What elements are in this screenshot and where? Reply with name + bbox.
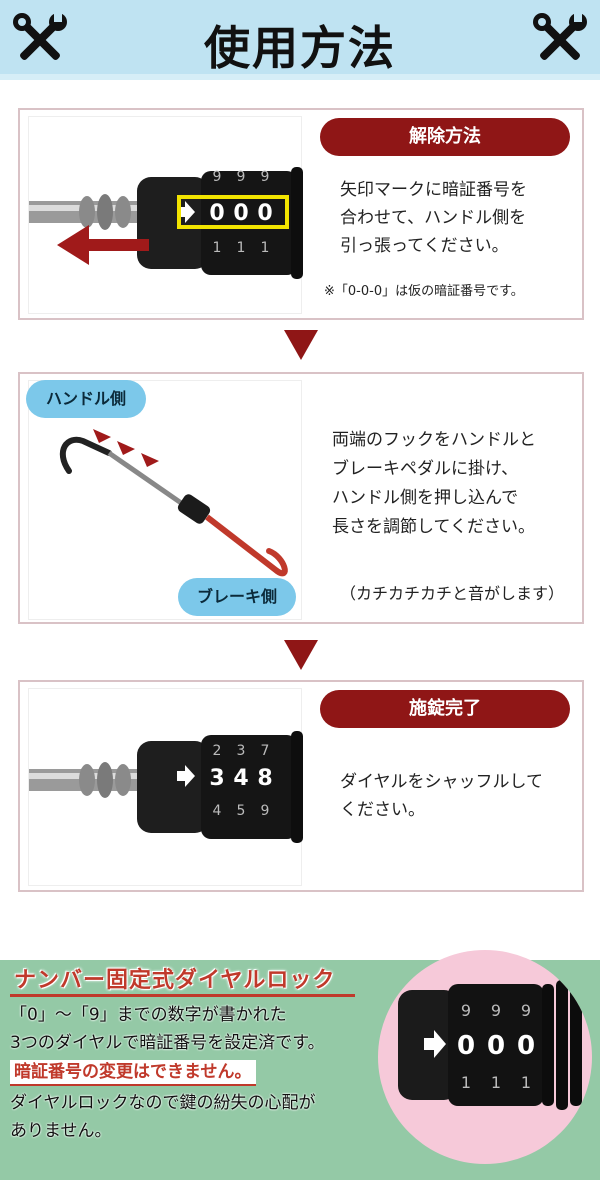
step-description: 両端のフックをハンドルと ブレーキペダルに掛け、 ハンドル側を押し込んで 長さを…: [332, 430, 536, 537]
svg-text:9: 9: [261, 169, 270, 185]
dial-digit: 8: [257, 766, 272, 791]
svg-text:9: 9: [461, 1001, 471, 1020]
step-description: ダイヤルをシャッフルして ください。: [340, 772, 543, 820]
svg-text:9: 9: [521, 1001, 531, 1020]
step-title-unlock: 解除方法: [320, 118, 570, 156]
svg-text:1: 1: [237, 240, 246, 256]
dial-digit: 4: [233, 766, 248, 791]
info-line: ありません。: [10, 1121, 112, 1141]
step-note: （カチカチカチと音がします）: [340, 584, 565, 603]
tools-icon: [533, 12, 587, 60]
down-arrow-icon: [284, 640, 318, 670]
title-underline: [10, 994, 355, 997]
page-header: 使用方法: [0, 0, 600, 80]
info-line: 「0」〜「9」までの数字が書かれた: [10, 1005, 287, 1025]
page-title: 使用方法: [204, 21, 396, 75]
svg-text:9: 9: [213, 169, 222, 185]
dial-digit: 3: [209, 766, 224, 791]
warning-text: 暗証番号の変更はできません。: [10, 1060, 256, 1086]
svg-text:9: 9: [237, 169, 246, 185]
svg-text:1: 1: [213, 240, 222, 256]
svg-text:4: 4: [213, 803, 222, 819]
svg-text:9: 9: [261, 803, 270, 819]
svg-text:9: 9: [491, 1001, 501, 1020]
svg-text:5: 5: [237, 803, 246, 819]
handle-side-label: ハンドル側: [26, 380, 146, 418]
lock-closeup-photo: 0 0 0 9 9 9 1 1 1: [378, 950, 592, 1164]
dial-digit: 0: [233, 201, 248, 226]
bottom-title: ナンバー固定式ダイヤルロック: [14, 968, 336, 993]
step-description: 矢印マークに暗証番号を 合わせて、ハンドル側を 引っ張ってください。: [340, 180, 527, 256]
brake-side-label: ブレーキ側: [178, 578, 296, 616]
dial-digit: 0: [209, 201, 224, 226]
svg-text:1: 1: [261, 240, 270, 256]
svg-text:1: 1: [461, 1073, 471, 1092]
dial-digit: 0: [257, 201, 272, 226]
step-title-locked: 施錠完了: [320, 690, 570, 728]
dial-digit: 0: [487, 1031, 505, 1061]
svg-text:1: 1: [521, 1073, 531, 1092]
svg-text:3: 3: [237, 743, 246, 759]
dial-digit: 0: [457, 1031, 475, 1061]
svg-text:2: 2: [213, 743, 222, 759]
dial-digit: 0: [517, 1031, 535, 1061]
tools-icon: [13, 12, 67, 60]
step-note: ※「0-0-0」は仮の暗証番号です。: [324, 284, 524, 299]
svg-text:1: 1: [491, 1073, 501, 1092]
info-line: ダイヤルロックなので鍵の紛失の心配が: [10, 1093, 316, 1113]
svg-text:7: 7: [261, 743, 270, 759]
down-arrow-icon: [284, 330, 318, 360]
info-line: 3つのダイヤルで暗証番号を設定済です。: [10, 1033, 325, 1053]
